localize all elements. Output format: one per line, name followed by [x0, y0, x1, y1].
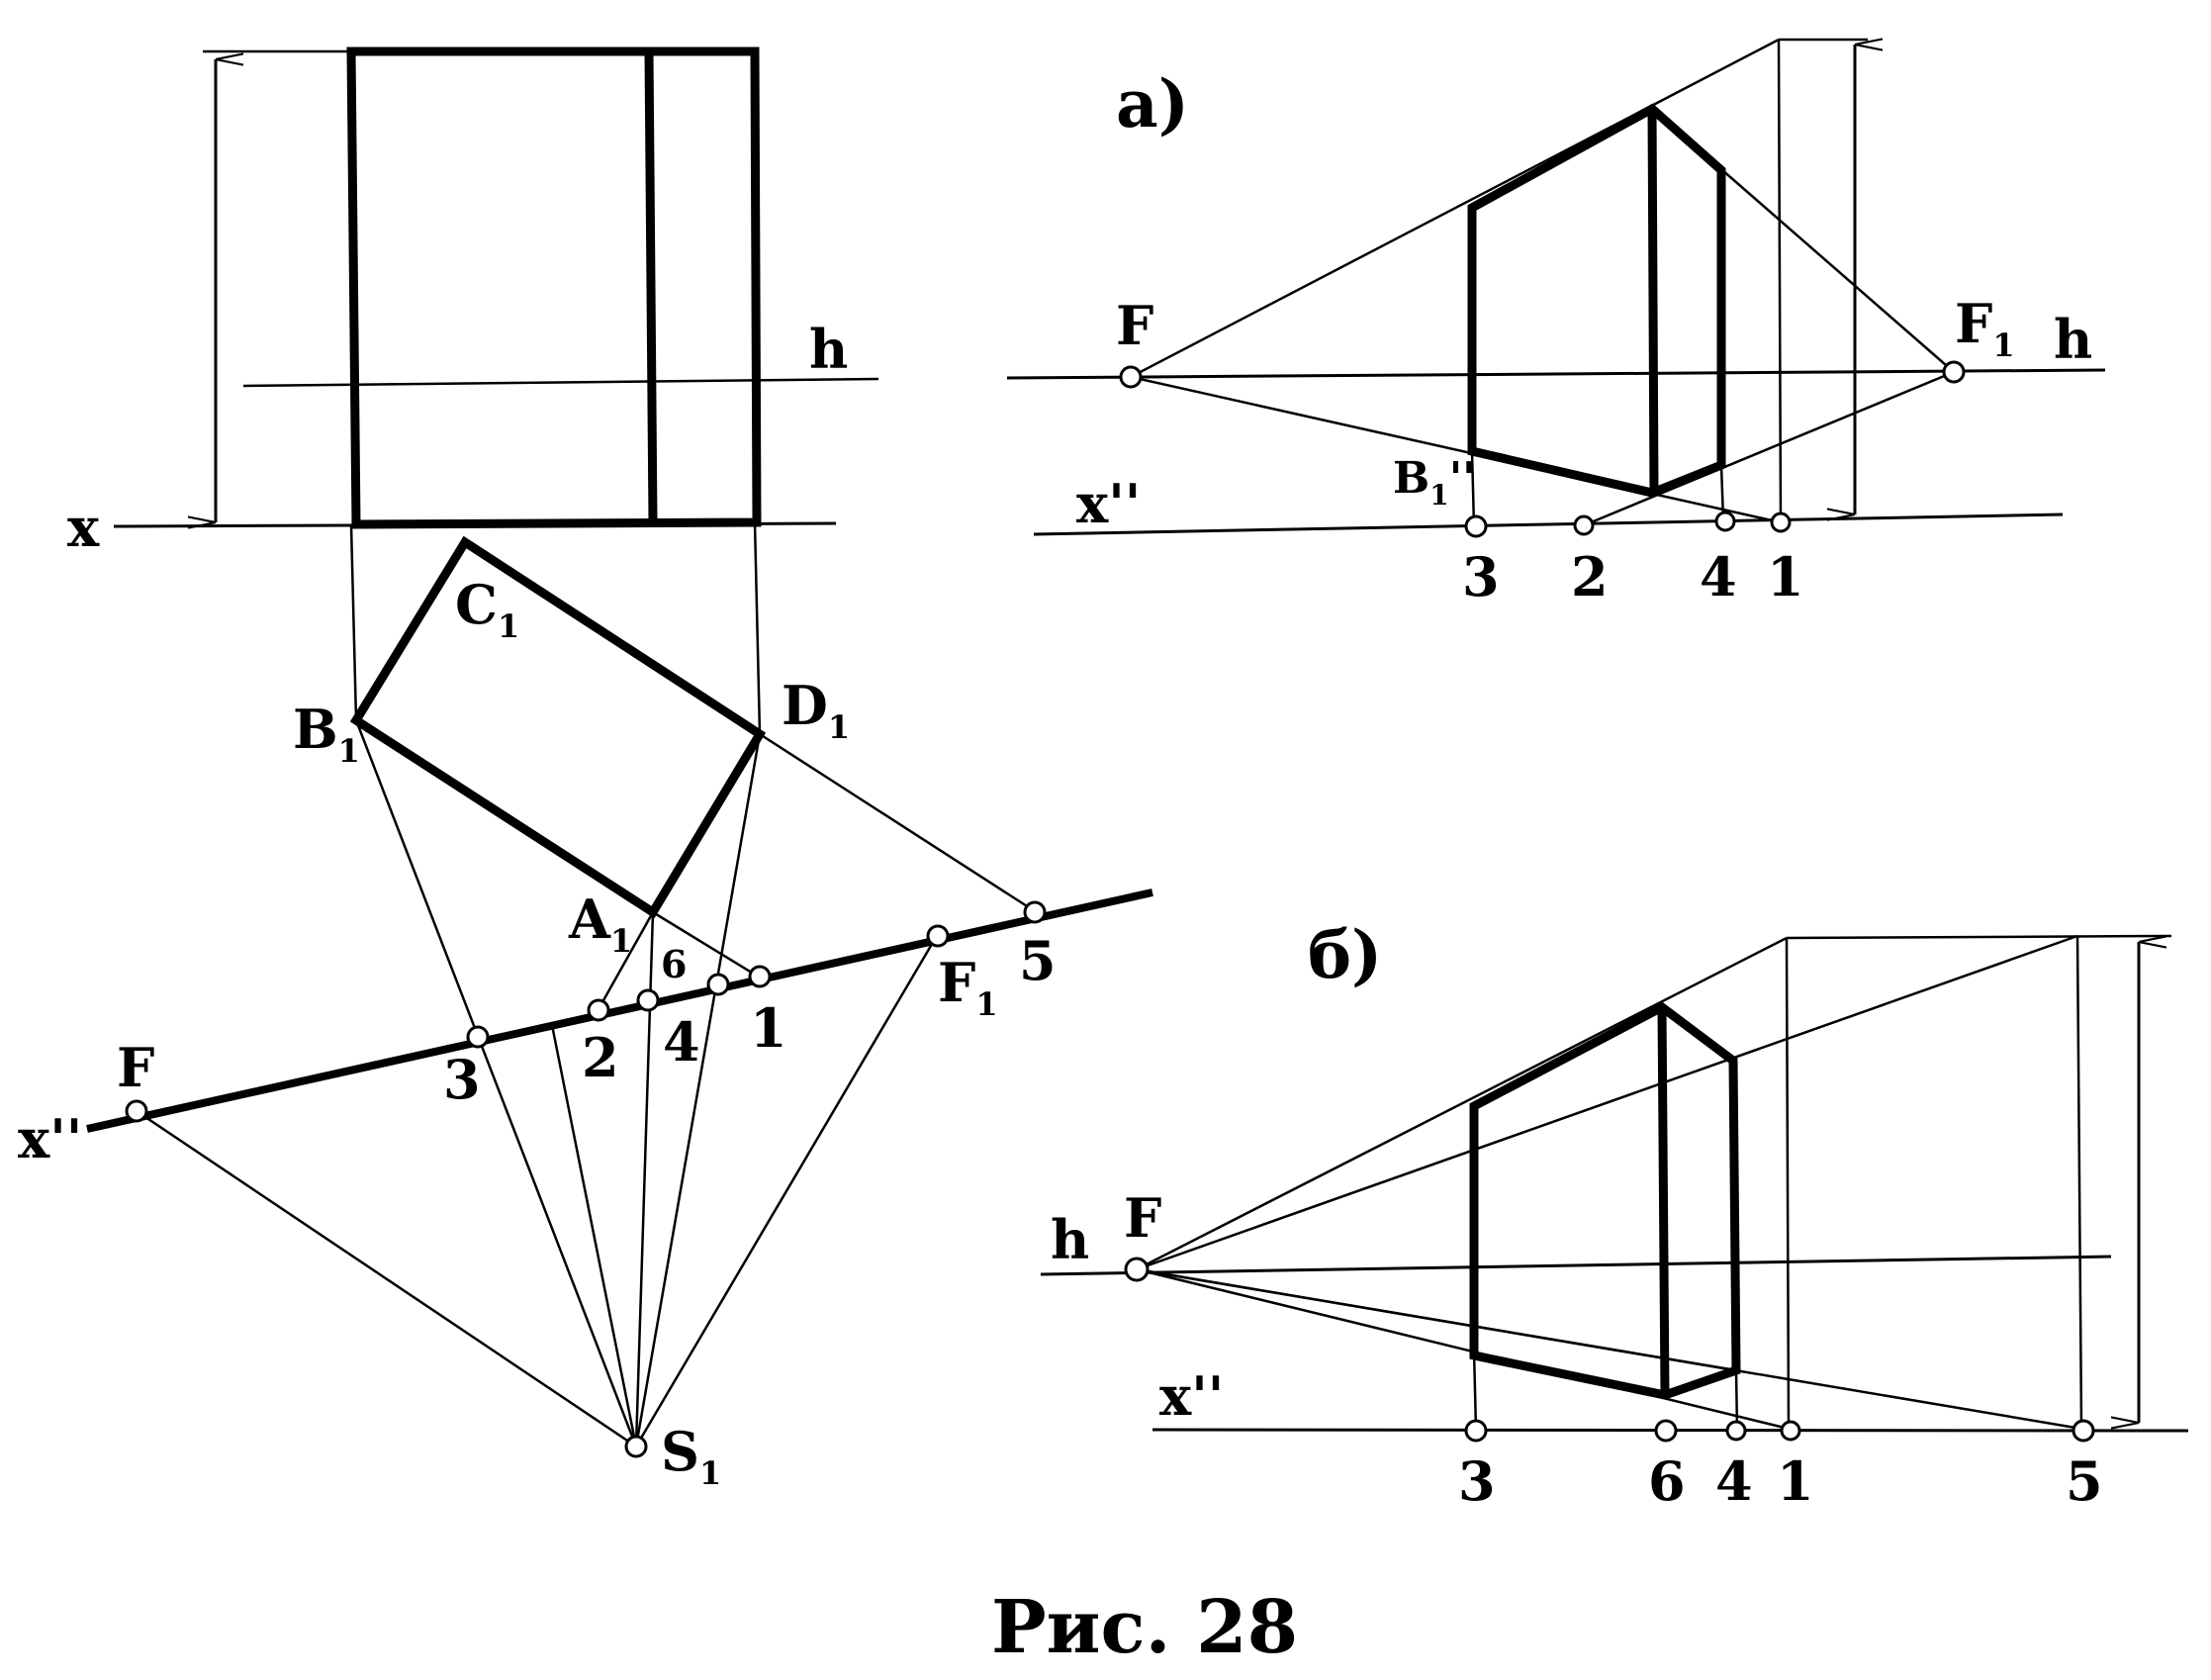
ext-a1-1	[652, 910, 761, 980]
a-box-front-edge	[1647, 108, 1659, 494]
label-d1: D1	[782, 674, 850, 746]
ray-f1-s1	[634, 933, 940, 1447]
picture-plane-line	[86, 888, 1153, 1133]
front-elevation-edge	[644, 50, 658, 523]
b-label-tick-1: 1	[1777, 1449, 1814, 1513]
b-box-outline	[1469, 1001, 1741, 1400]
ray-d1-s1	[634, 733, 762, 1447]
point-2	[587, 998, 610, 1022]
a-label-f: F	[1116, 294, 1153, 357]
a-label-tick-3: 3	[1462, 545, 1500, 608]
label-point-5: 5	[1019, 929, 1057, 992]
panel-a-letter: а)	[1116, 65, 1189, 142]
label-point-1: 1	[750, 996, 787, 1060]
label-f1: F1	[938, 951, 998, 1023]
b-label-tick-3: 3	[1458, 1449, 1496, 1513]
a-box-outline	[1467, 103, 1726, 498]
b-ray-bottom-extra	[1136, 1267, 1737, 1372]
point-6	[636, 988, 660, 1012]
b-label-tick-5: 5	[2066, 1449, 2103, 1513]
projector-d1	[753, 521, 762, 735]
a-label-tick-1: 1	[1767, 545, 1804, 608]
label-c1: C1	[455, 573, 519, 645]
a-label-b1: B1''	[1393, 453, 1476, 512]
a-ray-f-bottom	[1130, 375, 1782, 524]
point-f1	[926, 924, 950, 948]
figure-caption: Рис. 28	[991, 1585, 1298, 1670]
a-ground-line	[1033, 513, 2064, 536]
label-a1: A1	[568, 887, 632, 960]
label-h: h	[809, 318, 848, 381]
panel-b: б) F h x'' 3 6 4 1 5	[1040, 916, 2189, 1513]
b-point-4	[1725, 1420, 1747, 1442]
b-label-tick-6: 6	[1648, 1449, 1686, 1513]
b-label-x2: x''	[1159, 1364, 1224, 1428]
a-label-tick-2: 2	[1571, 545, 1609, 608]
b-vertical-4	[1734, 1369, 1739, 1431]
a-point-3	[1464, 514, 1488, 538]
point-4	[706, 973, 730, 996]
plan-rectangle	[349, 535, 767, 919]
a-point-f	[1119, 365, 1143, 389]
b-vertical-1	[1785, 937, 1791, 1430]
label-x: x	[67, 496, 100, 559]
a-point-4	[1714, 511, 1736, 532]
label-point-4: 4	[663, 1010, 700, 1073]
a-ray-f1-bottom	[1583, 370, 1955, 527]
ext-c1-2	[597, 911, 655, 1010]
b-horizon-line	[1040, 1255, 2112, 1276]
b-point-1	[1780, 1420, 1801, 1442]
point-1	[748, 965, 772, 988]
label-point-2: 2	[582, 1026, 619, 1089]
point-3	[466, 1025, 490, 1049]
panel-b-letter: б)	[1308, 916, 1382, 993]
b-point-f	[1124, 1257, 1150, 1282]
b-label-h: h	[1051, 1208, 1089, 1271]
a-vertical-3	[1470, 450, 1476, 527]
ext-d1-5	[759, 732, 1036, 913]
a-vertical-1	[1777, 39, 1783, 523]
a-point-2	[1573, 514, 1595, 536]
b-vertical-5	[2075, 935, 2083, 1430]
label-s1: S1	[661, 1420, 721, 1492]
a-label-f1: F1	[1955, 292, 2015, 364]
a-label-h: h	[2054, 308, 2092, 371]
b-ray-f-top1	[1136, 936, 1788, 1271]
b-dim-ext-top	[1786, 934, 2172, 940]
label-x2: x''	[18, 1107, 82, 1170]
a-vertical-4	[1719, 464, 1725, 521]
point-s1	[624, 1435, 648, 1458]
a-horizon-line	[1006, 368, 2106, 380]
a-label-tick-4: 4	[1700, 545, 1737, 608]
ray-b1-s1	[354, 719, 638, 1447]
horizon-line-h	[242, 377, 879, 388]
b-label-f: F	[1124, 1186, 1161, 1250]
a-point-1	[1770, 512, 1792, 533]
label-b1: B1	[293, 698, 360, 770]
label-point-3: 3	[443, 1048, 481, 1111]
label-f: F	[117, 1036, 154, 1099]
b-ray-f-top5	[1136, 934, 2078, 1271]
b-point-3	[1464, 1419, 1488, 1443]
label-point-6: 6	[661, 942, 687, 986]
front-elevation-outline	[346, 47, 762, 529]
projector-b1	[349, 523, 358, 721]
ray-f-s1	[136, 1109, 637, 1448]
panel-a: а) F F1 h x'' B1'' 3 2 4 1	[1006, 38, 2106, 608]
b-ray-f-bottom1	[1136, 1267, 1790, 1431]
b-point-5	[2072, 1419, 2095, 1443]
left-construction: x h C1 B1 D1 A1 S1 F F1 x'' 3 2 6 4 1 5	[18, 47, 1153, 1492]
point-f	[125, 1099, 148, 1123]
a-ray-f-top	[1130, 38, 1780, 379]
point-5	[1023, 900, 1047, 924]
a-point-f1	[1942, 360, 1966, 384]
b-point-6	[1654, 1419, 1678, 1443]
b-box-front-edge	[1657, 1006, 1670, 1396]
a-label-x2: x''	[1076, 472, 1141, 535]
b-vertical-3	[1472, 1350, 1478, 1431]
ray-2-s1	[550, 1024, 638, 1447]
b-label-tick-4: 4	[1715, 1449, 1753, 1513]
